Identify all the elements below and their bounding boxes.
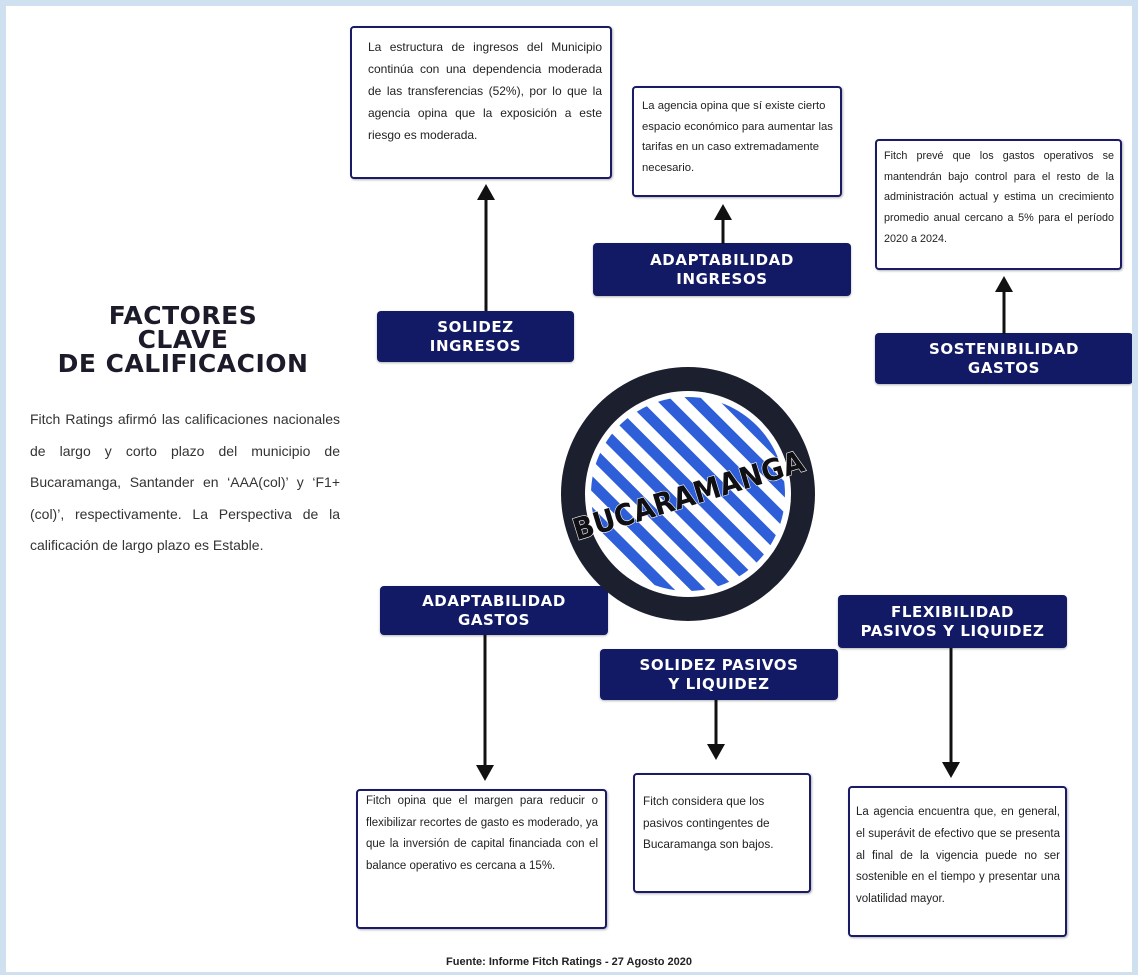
- factor-flexibilidad-pasivos: FLEXIBILIDAD PASIVOS Y LIQUIDEZ: [838, 595, 1067, 648]
- title-line-3: DE CALIFICACION: [57, 349, 309, 378]
- factor-solidez-ingresos: SOLIDEZ INGRESOS: [377, 311, 574, 362]
- factor-sostenibilidad-gastos-label: SOSTENIBILIDAD GASTOS: [928, 339, 1080, 377]
- title-line-2: CLAVE: [137, 325, 229, 354]
- note-sostenibilidad-gastos: Fitch prevé que los gastos operativos se…: [875, 139, 1122, 270]
- factor-solidez-pasivos-label: SOLIDEZ PASIVOS Y LIQUIDEZ: [639, 655, 799, 693]
- arrow-down-adaptabilidad-gastos: [476, 635, 494, 781]
- summary-text: Fitch Ratings afirmó las calificaciones …: [30, 411, 340, 553]
- title-line-1: FACTORES: [108, 301, 258, 330]
- source-caption: Fuente: Informe Fitch Ratings - 27 Agost…: [446, 956, 692, 968]
- bucaramanga-emblem: BUCARAMANGA: [561, 367, 815, 621]
- factor-adaptabilidad-gastos-label: ADAPTABILIDAD GASTOS: [422, 591, 566, 629]
- factor-solidez-ingresos-label: SOLIDEZ INGRESOS: [429, 317, 522, 355]
- note-adaptabilidad-gastos-text: Fitch opina que el margen para reducir o…: [366, 795, 598, 872]
- note-sostenibilidad-gastos-text: Fitch prevé que los gastos operativos se…: [884, 150, 1114, 245]
- arrow-up-sostenibilidad-gastos: [995, 276, 1013, 334]
- factor-sostenibilidad-gastos: SOSTENIBILIDAD GASTOS: [875, 333, 1132, 384]
- infographic-canvas: FACTORES CLAVE DE CALIFICACION Fitch Rat…: [6, 6, 1132, 972]
- note-flexibilidad-pasivos-text: La agencia encuentra que, en general, el…: [856, 806, 1060, 906]
- emblem-striped-disc: [591, 397, 785, 591]
- note-adaptabilidad-ingresos-text: La agencia opina que sí existe cierto es…: [642, 100, 833, 174]
- factor-adaptabilidad-gastos: ADAPTABILIDAD GASTOS: [380, 586, 608, 635]
- arrow-down-solidez-pasivos: [707, 700, 725, 760]
- note-flexibilidad-pasivos: La agencia encuentra que, en general, el…: [848, 786, 1067, 937]
- note-solidez-ingresos: La estructura de ingresos del Municipio …: [350, 26, 612, 179]
- arrow-up-solidez-ingresos: [477, 184, 495, 311]
- factor-flexibilidad-pasivos-label: FLEXIBILIDAD PASIVOS Y LIQUIDEZ: [860, 602, 1045, 640]
- factor-solidez-pasivos: SOLIDEZ PASIVOS Y LIQUIDEZ: [600, 649, 838, 700]
- arrow-up-adaptabilidad-ingresos: [714, 204, 732, 244]
- note-solidez-pasivos-text: Fitch considera que los pasivos continge…: [643, 794, 774, 851]
- arrow-down-flexibilidad-pasivos: [942, 648, 960, 778]
- note-adaptabilidad-ingresos: La agencia opina que sí existe cierto es…: [632, 86, 842, 197]
- note-solidez-ingresos-text: La estructura de ingresos del Municipio …: [368, 40, 602, 142]
- note-solidez-pasivos: Fitch considera que los pasivos continge…: [633, 773, 811, 893]
- page-title: FACTORES CLAVE DE CALIFICACION: [18, 301, 348, 378]
- factor-adaptabilidad-ingresos-label: ADAPTABILIDAD INGRESOS: [650, 250, 794, 288]
- note-adaptabilidad-gastos: Fitch opina que el margen para reducir o…: [356, 789, 607, 929]
- factor-adaptabilidad-ingresos: ADAPTABILIDAD INGRESOS: [593, 243, 851, 296]
